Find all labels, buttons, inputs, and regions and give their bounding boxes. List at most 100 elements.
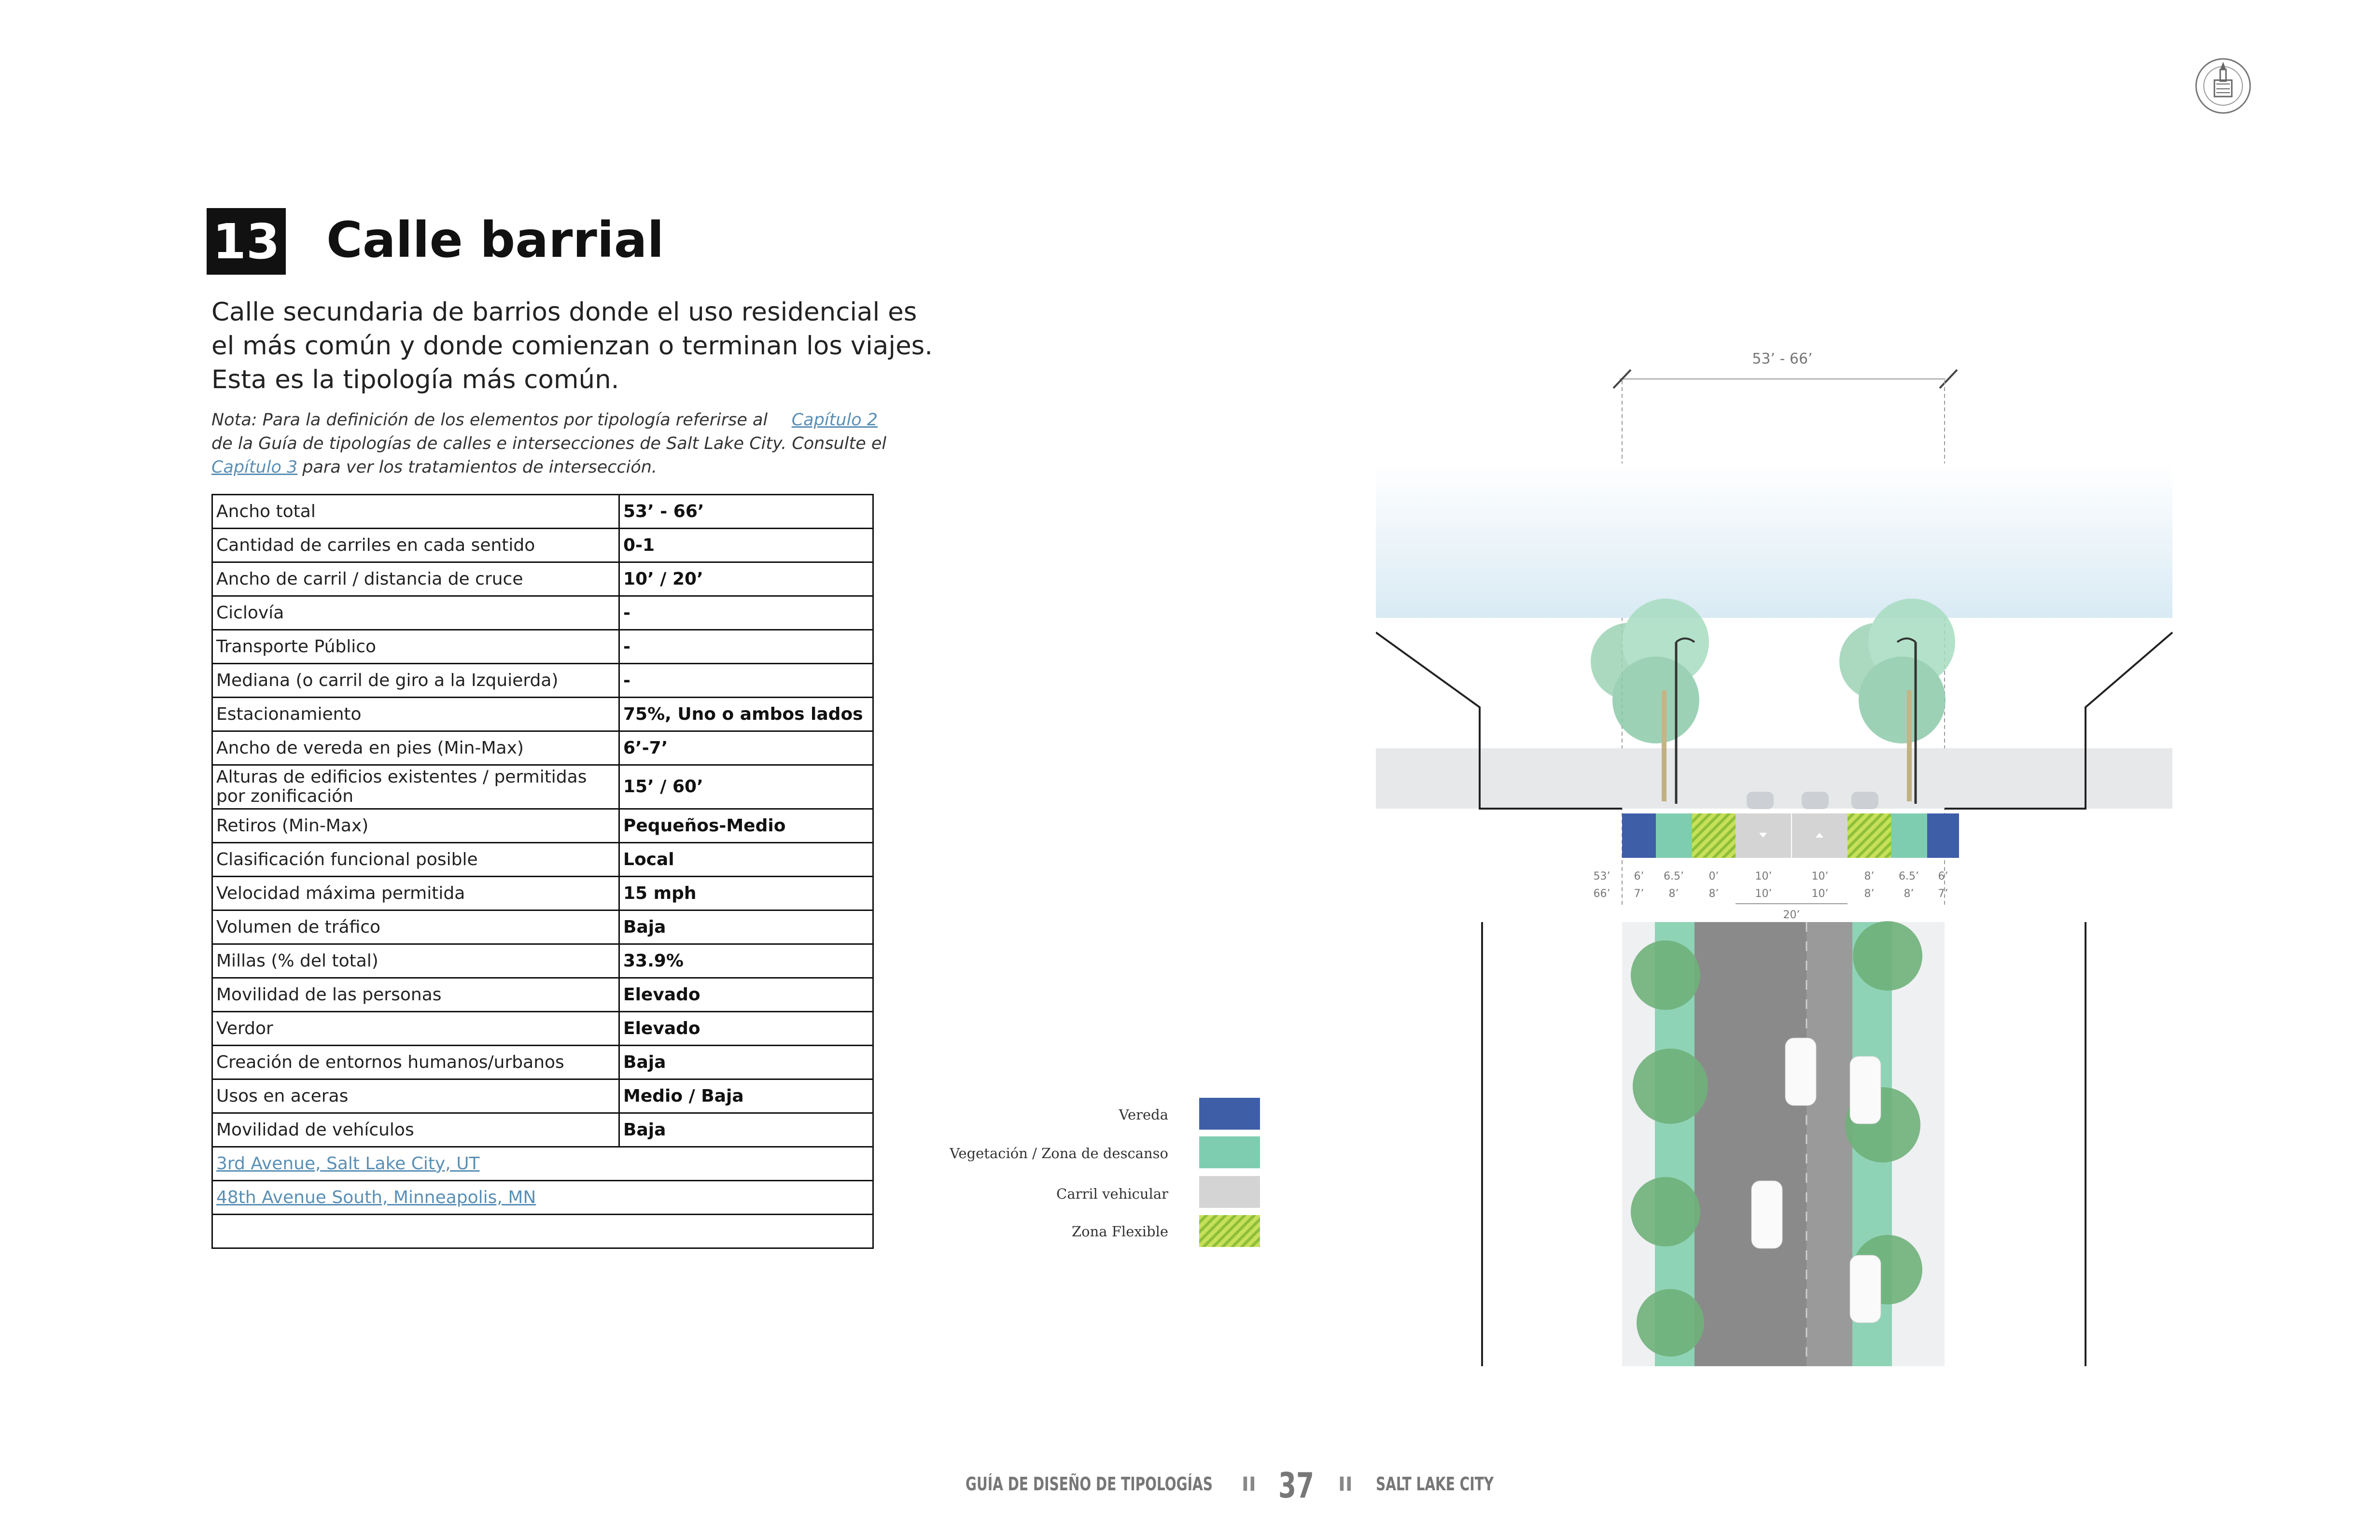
row-value: Medio / Baja (618, 1078, 874, 1114)
row-label: Verdor (211, 1011, 620, 1046)
segment-min-label: 10’ (1755, 870, 1772, 882)
car-icon (1802, 792, 1829, 809)
segment-min-label: 6’ (1938, 870, 1948, 882)
row-value: Baja (618, 1045, 874, 1080)
total-min-label: 53’ (1594, 870, 1610, 882)
note-line: Capítulo 3 para ver los tratamientos de … (211, 456, 878, 479)
chapter-2-link[interactable]: Capítulo 2 (791, 410, 878, 430)
footer-separator: II (1242, 1473, 1256, 1496)
page-title: Calle barrial (326, 211, 664, 269)
tree-icon (1637, 1289, 1704, 1357)
segment-max-label: 8’ (1709, 888, 1719, 900)
note-line: de la Guía de tipologías de calles e int… (211, 432, 886, 456)
table-row: Alturas de edificios existentes / permit… (211, 764, 874, 810)
segment-min-label: 10’ (1812, 870, 1829, 882)
row-value: - (618, 595, 874, 630)
row-label: Ancho total (211, 494, 620, 529)
tree-icon (1633, 1049, 1708, 1124)
row-label: Ancho de carril / distancia de cruce (211, 561, 620, 597)
row-label: Clasificación funcional posible (211, 842, 620, 877)
segment-max-label: 8’ (1904, 888, 1914, 900)
car-icon (1751, 1180, 1783, 1249)
example-link-48th-avenue[interactable]: 48th Avenue South, Minneapolis, MN (211, 1180, 874, 1215)
crossing-distance-label: 20’ (1783, 909, 1800, 921)
car-icon (1785, 1037, 1817, 1106)
row-value: Baja (618, 1112, 874, 1148)
row-value: 33.9% (618, 943, 874, 979)
row-label: Millas (% del total) (211, 943, 620, 979)
row-label: Usos en aceras (211, 1078, 620, 1114)
street-cross-section (1375, 463, 2173, 858)
segment-min-label: 6.5’ (1664, 870, 1684, 882)
segment-min-label: 6’ (1634, 870, 1644, 882)
row-label: Movilidad de las personas (211, 977, 620, 1012)
row-value: 75%, Uno o ambos lados (618, 697, 874, 732)
section-number-badge: 13 (207, 208, 286, 275)
row-value: - (618, 663, 874, 698)
legend-label-zona-flexible: Zona Flexible (1072, 1223, 1168, 1240)
row-label: Alturas de edificios existentes / permit… (211, 764, 620, 810)
tree-icon (1853, 921, 1922, 991)
row-value: Elevado (618, 1011, 874, 1046)
chapter-3-link[interactable]: Capítulo 3 (211, 458, 298, 477)
row-label: Ancho de vereda en pies (Min-Max) (211, 730, 620, 766)
example-link-3rd-avenue[interactable]: 3rd Avenue, Salt Lake City, UT (211, 1146, 874, 1181)
row-value: 15 mph (618, 876, 874, 911)
segment-max-label: 10’ (1812, 888, 1829, 900)
row-label: Creación de entornos humanos/urbanos (211, 1045, 620, 1080)
row-value: 0-1 (618, 528, 874, 563)
street-plan-view (1481, 921, 2086, 1366)
total-width-dimension: 53’ - 66’ (1612, 350, 1958, 907)
note-text: para ver los tratamientos de intersecció… (302, 458, 658, 477)
street-diagram: 53’ - 66’ (1375, 350, 2197, 1405)
table-row: Transporte Público- (211, 629, 874, 664)
row-value: 15’ / 60’ (618, 764, 874, 810)
row-label: Mediana (o carril de giro a la Izquierda… (211, 663, 620, 698)
footer-guide-title: GUÍA DE DISEÑO DE TIPOLOGÍAS (966, 1473, 1213, 1495)
car-icon (1851, 792, 1878, 809)
footer-city: SALT LAKE CITY (1376, 1473, 1494, 1495)
row-value: - (618, 629, 874, 664)
segment-max-label: 7’ (1634, 888, 1644, 900)
page-number: 37 (1278, 1465, 1314, 1506)
city-seal-icon (2194, 57, 2252, 115)
table-row (211, 1214, 874, 1249)
row-label: Retiros (Min-Max) (211, 808, 620, 843)
footer-separator: II (1338, 1473, 1353, 1496)
row-value: Elevado (618, 977, 874, 1012)
row-value: 10’ / 20’ (618, 561, 874, 597)
segment-max-label: 8’ (1669, 888, 1679, 900)
tree-icon (1631, 940, 1700, 1010)
page-footer: GUÍA DE DISEÑO DE TIPOLOGÍAS II 37 II SA… (0, 1463, 2380, 1511)
row-label: Estacionamiento (211, 697, 620, 732)
legend: Vereda Vegetación / Zona de descanso Car… (946, 1098, 1284, 1257)
segment-max-label: 7’ (1938, 888, 1948, 900)
row-value: Pequeños-Medio (618, 808, 874, 843)
legend-swatch-vereda (1199, 1098, 1260, 1130)
legend-label-vegetacion: Vegetación / Zona de descanso (950, 1145, 1168, 1162)
row-value: 6’-7’ (618, 730, 874, 766)
legend-swatch-vegetacion (1199, 1136, 1260, 1168)
table-row: Millas (% del total)33.9% (211, 943, 874, 979)
tree-icon (1631, 1177, 1700, 1246)
car-icon (1849, 1255, 1881, 1323)
empty-row (211, 1214, 874, 1249)
legend-label-vereda: Vereda (1119, 1106, 1168, 1123)
table-row: 3rd Avenue, Salt Lake City, UT (211, 1146, 874, 1181)
row-label: Velocidad máxima permitida (211, 876, 620, 911)
intro-line: el más común y donde comienzan o termina… (211, 331, 933, 361)
segment-min-label: 8’ (1864, 870, 1875, 882)
segment-min-label: 6.5’ (1899, 870, 1919, 882)
segment-max-label: 8’ (1864, 888, 1875, 900)
